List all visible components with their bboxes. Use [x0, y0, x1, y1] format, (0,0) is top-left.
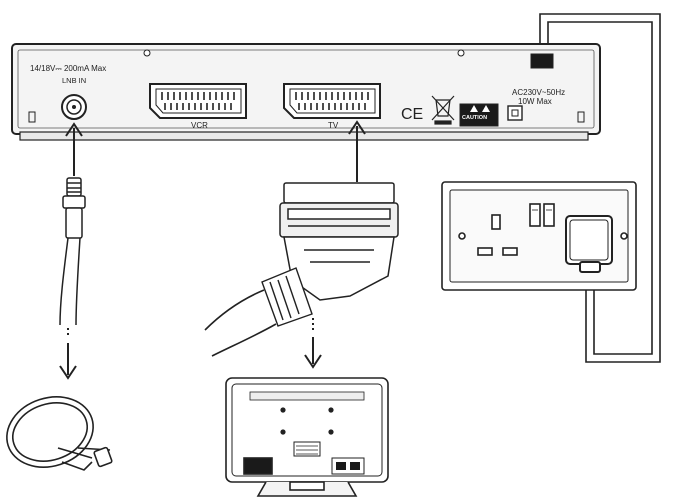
- lnb-in-label: LNB IN: [62, 76, 86, 85]
- arrow-to-lnb-in: [65, 122, 83, 176]
- coax-cable: [59, 237, 81, 326]
- scart-tv-port: [283, 83, 381, 119]
- arrow-to-television: [304, 318, 322, 369]
- tv-label: TV: [328, 121, 339, 130]
- lnb-power-label: 14/18V⎓ 200mA Max: [30, 64, 106, 73]
- arrow-to-tv-scart: [348, 120, 366, 182]
- scart-plug: [279, 182, 399, 301]
- vcr-label: VCR: [191, 121, 208, 130]
- caution-warning-label: CAUTION: [459, 103, 499, 127]
- caution-text: CAUTION: [462, 115, 487, 121]
- power-plug: [565, 215, 613, 273]
- coax-f-connector: [62, 177, 86, 239]
- television-rear: [225, 377, 389, 497]
- scart-cable-strain-relief: [261, 267, 313, 327]
- power-rating-line2: 10W Max: [518, 97, 552, 106]
- power-rating-line1: AC230V~50Hz: [512, 88, 565, 97]
- lnb-in-connector: [61, 94, 87, 120]
- scart-cable: [204, 289, 277, 357]
- arrow-to-satellite-dish: [59, 328, 77, 380]
- satellite-dish-icon: [6, 396, 113, 471]
- weee-bin-icon: [431, 95, 455, 125]
- power-cable: [539, 13, 661, 363]
- power-inlet: [507, 105, 523, 121]
- scart-vcr-port: [149, 83, 247, 119]
- ce-mark: CE: [401, 106, 423, 123]
